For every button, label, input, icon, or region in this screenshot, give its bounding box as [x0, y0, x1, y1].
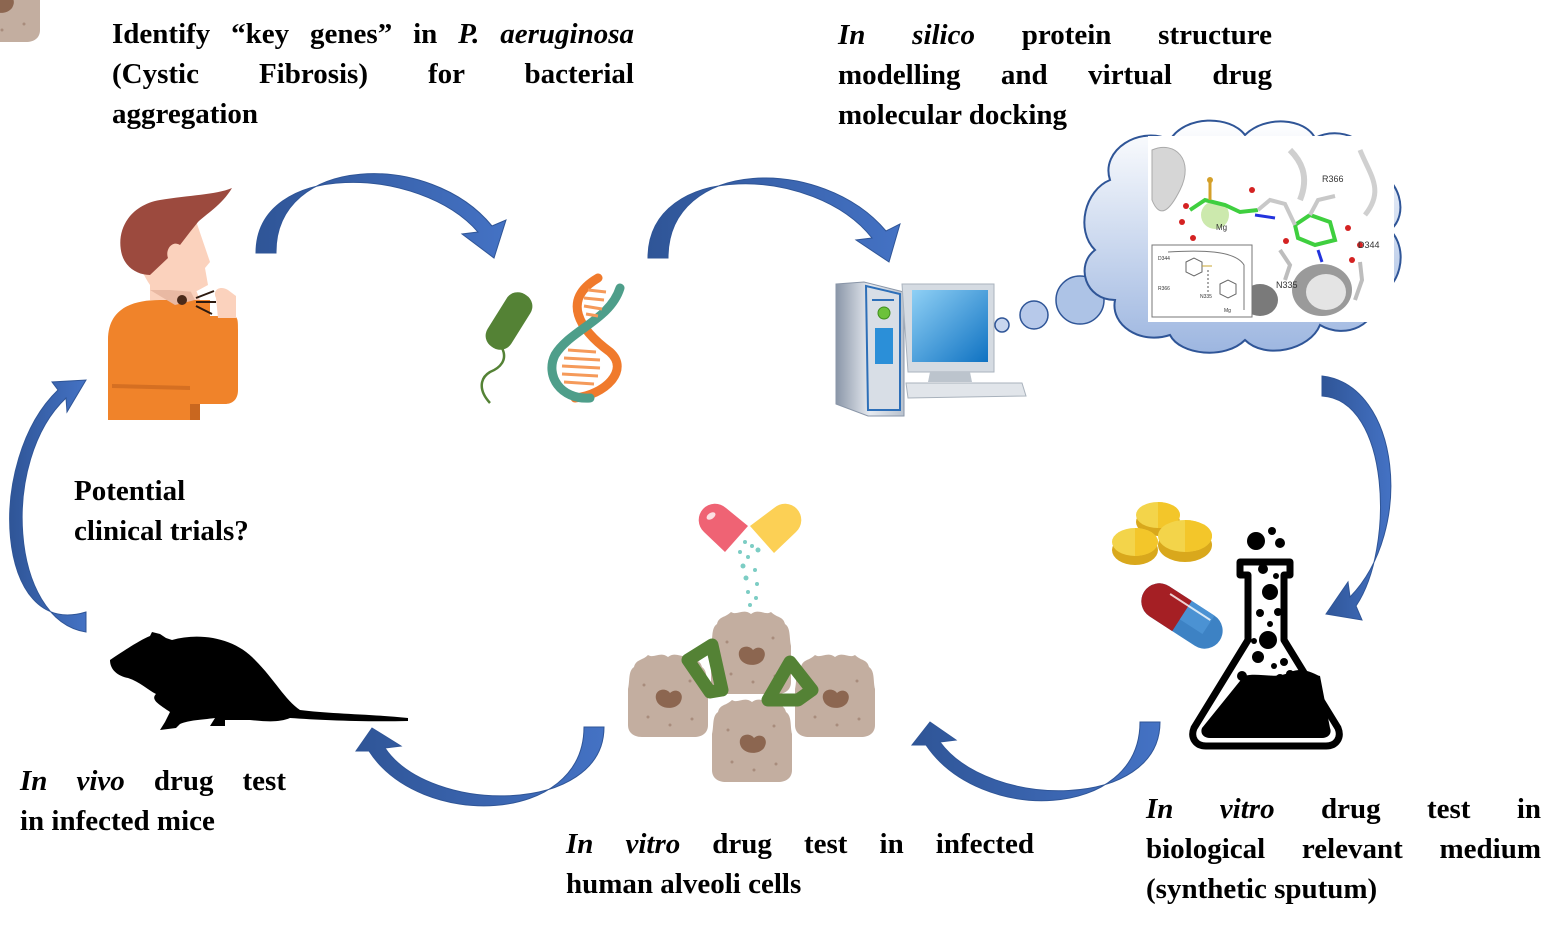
text-line: clinical trials? [74, 515, 249, 547]
step-clinical-trials-label: Potential clinical trials? [74, 471, 249, 551]
residue-label-d344: D344 [1358, 240, 1380, 250]
inset-label-n335: N335 [1200, 294, 1212, 300]
step-in-vivo-label: In vivo drug test in infected mice [20, 761, 286, 841]
text-line: In vitro drug test in [1146, 793, 1542, 825]
text-line: In vivo drug test [20, 765, 286, 797]
desktop-computer-icon [835, 281, 1027, 417]
cycle-arrow-icon [910, 721, 1161, 802]
capsule-icon [1141, 583, 1223, 649]
inset-label-mg: Mg [1224, 308, 1231, 314]
text-line: modelling and virtual drug [838, 59, 1272, 91]
inset-label-r366: R366 [1158, 286, 1170, 292]
cycle-arrow-icon [1321, 375, 1392, 621]
ion-label-mg: Mg [1216, 223, 1227, 232]
cycle-arrow-icon [355, 726, 605, 807]
alveoli-cells-icon [0, 0, 875, 782]
inset-label-d344: D344 [1158, 256, 1170, 262]
text-line: Identify “key genes” in P. aeruginosa [112, 18, 634, 50]
text-line: human alveoli cells [566, 868, 802, 900]
erlenmeyer-flask-icon [1189, 527, 1343, 750]
dna-helix-icon [547, 273, 625, 403]
step-identify-genes-label: Identify “key genes” in P. aeruginosa (C… [112, 14, 634, 134]
residue-label-r366: R366 [1322, 174, 1344, 184]
text-line: molecular docking [838, 99, 1068, 131]
text-line: (Cystic Fibrosis) for bacterial [112, 58, 634, 90]
text-line: biological relevant medium [1146, 833, 1541, 865]
coughing-person-icon [108, 188, 238, 420]
text-line: aggregation [112, 98, 259, 130]
text-line: In silico protein structure [838, 19, 1272, 51]
cycle-arrow-icon [647, 177, 901, 263]
residue-label-n335: N335 [1276, 280, 1298, 290]
step-in-vitro-medium-label: In vitro drug test in biological relevan… [1146, 789, 1541, 909]
text-line: in infected mice [20, 805, 215, 837]
text-line: In vitro drug test in infected [566, 828, 1035, 860]
protein-docking-image: R366 D344 N335 Mg D344 R366 N335 Mg [1148, 136, 1394, 322]
bacterium-icon [480, 292, 533, 404]
text-line: Potential [74, 475, 186, 507]
cycle-arrow-icon [9, 379, 87, 633]
cycle-arrow-icon [255, 173, 507, 259]
step-in-vitro-cells-label: In vitro drug test in infected human alv… [566, 824, 1034, 904]
open-capsule-powder-icon [698, 503, 802, 607]
text-line: (synthetic sputum) [1146, 873, 1378, 905]
tablets-icon [1112, 502, 1212, 565]
mouse-silhouette-icon [110, 632, 408, 730]
step-in-silico-label: In silico protein structure modelling an… [838, 15, 1272, 135]
